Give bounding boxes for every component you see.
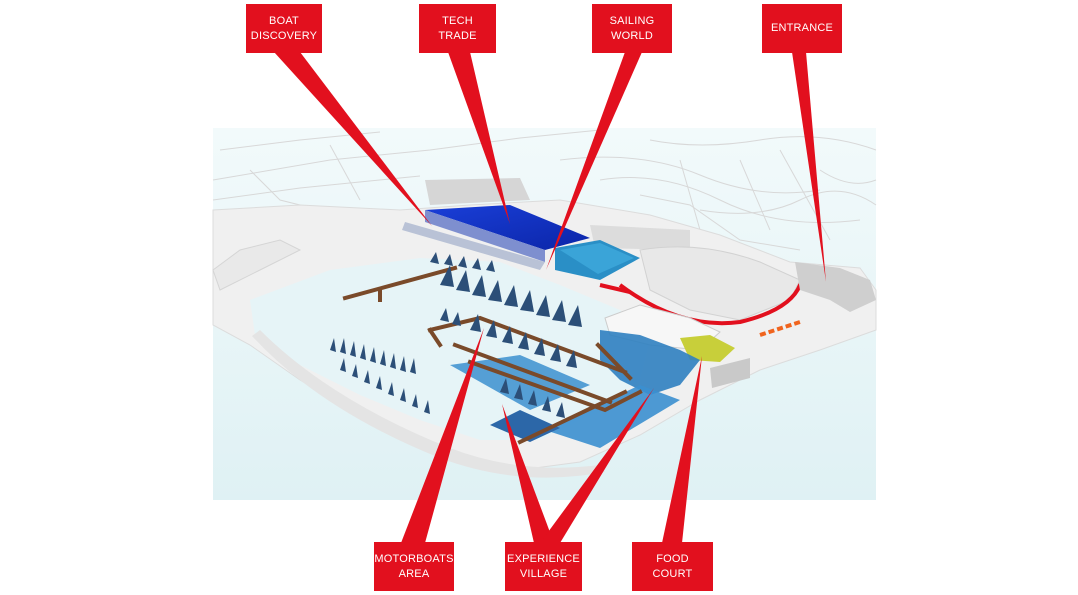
grey-building — [590, 225, 690, 250]
sailing-world-pointer — [546, 52, 642, 270]
entrance-plaza — [639, 246, 801, 321]
pontoons — [342, 265, 643, 445]
label-experience-village: EXPERIENCE VILLAGE — [505, 542, 582, 591]
callout-pointers — [274, 52, 826, 543]
lower-breakwater — [252, 330, 605, 478]
experience-village-pointer-left — [502, 404, 554, 543]
experience-village-area — [600, 330, 700, 395]
background-streets — [212, 129, 877, 261]
label-entrance: ENTRANCE — [762, 4, 842, 53]
experience-village-pointer-right — [540, 388, 654, 543]
red-walkway — [599, 283, 631, 294]
tech-trade-hall-side — [425, 210, 545, 262]
label-sailing-world: SAILING WORLD — [592, 4, 672, 53]
label-food-court: FOOD COURT — [632, 542, 713, 591]
label-tech-trade: TECH TRADE — [419, 4, 496, 53]
moored-boats — [330, 252, 582, 418]
food-court-area — [680, 335, 735, 362]
experience-village-area — [490, 410, 560, 442]
label-boat-discovery: BOAT DISCOVERY — [246, 4, 322, 53]
boat-discovery-pointer — [274, 52, 432, 226]
tech-trade-hall — [425, 205, 590, 250]
headland — [795, 262, 876, 312]
motorboats-area-pointer — [401, 328, 484, 543]
entrance-orange-markers — [759, 320, 801, 337]
food-court-pointer — [662, 356, 702, 543]
breakwater — [212, 239, 302, 291]
tech-trade-pointer — [448, 52, 510, 224]
boat-discovery-strip — [402, 222, 545, 270]
entrance-pointer — [792, 52, 826, 282]
grey-pavilion — [710, 358, 750, 388]
sailing-world-hall-roof — [560, 243, 634, 274]
label-motorboats-area: MOTORBOATS AREA — [374, 542, 454, 591]
